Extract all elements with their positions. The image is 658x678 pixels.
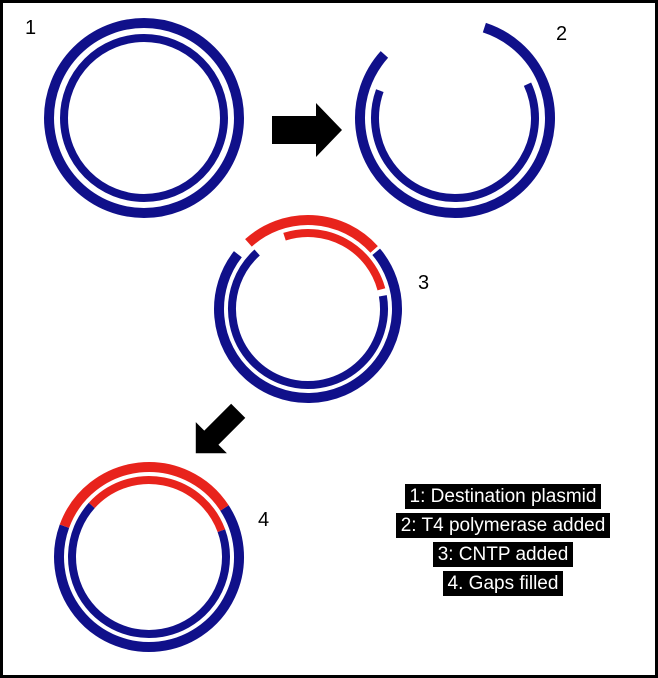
plasmid-step-2 [355,22,555,218]
plasmid-3-outer-strand [214,248,402,403]
legend-item-destination-plasmid: 1: Destination plasmid [404,484,602,509]
plasmid-step-4 [54,462,244,652]
plasmid-3-inner-strand [228,249,388,389]
plasmid-4-outer-strand [54,505,244,652]
plasmid-step-3 [214,215,402,403]
insert-4-inner-strand [88,476,226,533]
arrow-step-3-to-4 [195,403,246,454]
plasmid-1-outer-strand [44,18,244,218]
step-label-2: 2 [556,23,568,45]
legend-item-cntp: 3: CNTP added [432,542,574,567]
insert-3-outer-strand [245,215,378,253]
plasmid-step-1 [44,18,244,218]
insert-4-outer-strand [59,462,229,528]
plasmid-4-inner-strand [68,502,230,638]
legend: 1: Destination plasmid 2: T4 polymerase … [370,484,636,596]
step-label-1: 1 [25,17,37,39]
plasmid-2-inner-strand [371,82,539,202]
insert-3-inner-strand [283,229,386,291]
legend-item-gaps-filled: 4. Gaps filled [442,571,564,596]
plasmid-2-outer-strand [355,22,555,218]
plasmid-1-inner-strand [60,34,228,202]
step-label-3: 3 [418,272,430,294]
step-label-4: 4 [258,509,270,531]
arrow-step-1-to-2 [272,103,342,157]
legend-item-t4-polymerase: 2: T4 polymerase added [395,513,611,538]
